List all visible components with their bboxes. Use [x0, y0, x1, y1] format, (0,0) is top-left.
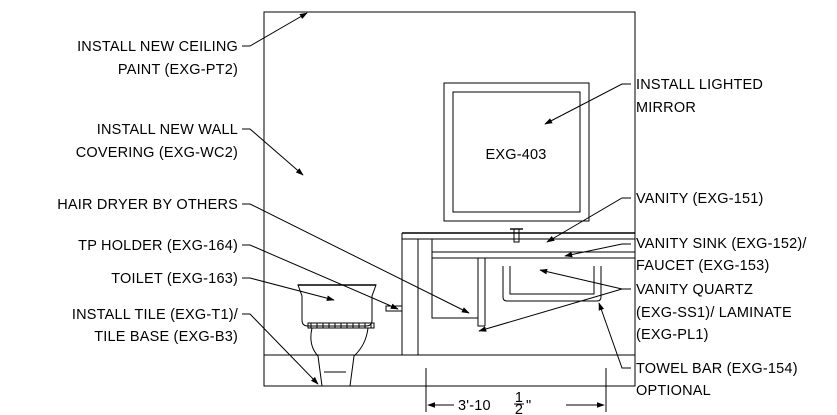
callout-vanity-quartz-line2: (EXG-SS1)/ LAMINATE: [636, 305, 792, 321]
callout-tile-line2: TILE BASE (EXG-B3): [94, 329, 238, 345]
toilet-tank: [297, 284, 377, 327]
callout-vanity-sink-line2: FAUCET (EXG-153): [636, 258, 769, 274]
dimension-text: 3'-10: [458, 398, 491, 414]
dimension-frac-den: 2: [515, 402, 523, 415]
undercounter-cabinet: [431, 258, 486, 327]
callout-tile-line1: INSTALL TILE (EXG-T1)/: [72, 307, 239, 323]
width-dimension: 3'-10 1 2 ": [425, 368, 607, 415]
callout-towel-bar-line1: TOWEL BAR (EXG-154): [636, 361, 798, 377]
mirror-tag: EXG-403: [485, 147, 546, 163]
callout-lighted-mirror: INSTALL LIGHTED MIRROR: [544, 77, 763, 125]
callout-ceiling-paint: INSTALL NEW CEILING PAINT (EXG-PT2): [77, 12, 308, 78]
callout-vanity-quartz-line1: VANITY QUARTZ: [636, 282, 753, 298]
callout-tp-holder: TP HOLDER (EXG-164): [78, 238, 399, 310]
dimension-frac-num: 1: [515, 390, 523, 406]
vanity: [401, 228, 635, 259]
callout-towel-bar: TOWEL BAR (EXG-154) OPTIONAL: [598, 302, 798, 399]
wall-outline: [263, 11, 636, 387]
callout-vanity-sink-line1: VANITY SINK (EXG-152)/: [636, 236, 807, 252]
dimension-inch-mark: ": [526, 398, 531, 414]
mirror-inner-frame: [452, 91, 581, 213]
toilet-bowl: [310, 327, 369, 387]
callout-toilet: TOILET (EXG-163): [111, 271, 335, 301]
callout-vanity-text: VANITY (EXG-151): [636, 191, 764, 207]
callout-lighted-mirror-line2: MIRROR: [636, 100, 696, 116]
callout-wall-covering-line2: COVERING (EXG-WC2): [76, 145, 238, 161]
wall-elevation: [263, 11, 636, 387]
callout-towel-bar-line2: OPTIONAL: [636, 383, 711, 399]
callout-hair-dryer: HAIR DRYER BY OTHERS: [57, 197, 470, 314]
callout-wall-covering-line1: INSTALL NEW WALL: [97, 122, 238, 138]
callout-toilet-text: TOILET (EXG-163): [111, 271, 238, 287]
mirror-outer-frame: [443, 82, 590, 222]
plumbing-chase: [401, 239, 419, 355]
callout-vanity-sink: VANITY SINK (EXG-152)/ FAUCET (EXG-153): [564, 236, 807, 274]
toilet: [297, 284, 377, 387]
faucet: [513, 228, 520, 243]
callout-ceiling-paint-line1: INSTALL NEW CEILING: [77, 39, 238, 55]
callout-vanity-quartz: VANITY QUARTZ (EXG-SS1)/ LAMINATE (EXG-P…: [478, 268, 792, 343]
callout-lighted-mirror-line1: INSTALL LIGHTED: [636, 77, 763, 93]
callout-ceiling-paint-line2: PAINT (EXG-PT2): [118, 62, 238, 78]
callout-wall-covering: INSTALL NEW WALL COVERING (EXG-WC2): [76, 122, 304, 176]
callout-hair-dryer-text: HAIR DRYER BY OTHERS: [57, 197, 238, 213]
callout-tp-holder-text: TP HOLDER (EXG-164): [78, 238, 238, 254]
callout-vanity: VANITY (EXG-151): [546, 191, 764, 243]
callout-tile: INSTALL TILE (EXG-T1)/ TILE BASE (EXG-B3…: [72, 307, 319, 385]
callout-vanity-quartz-line3: (EXG-PL1): [636, 327, 709, 343]
lighted-mirror: EXG-403: [443, 82, 590, 222]
towel-bar: [502, 266, 602, 302]
